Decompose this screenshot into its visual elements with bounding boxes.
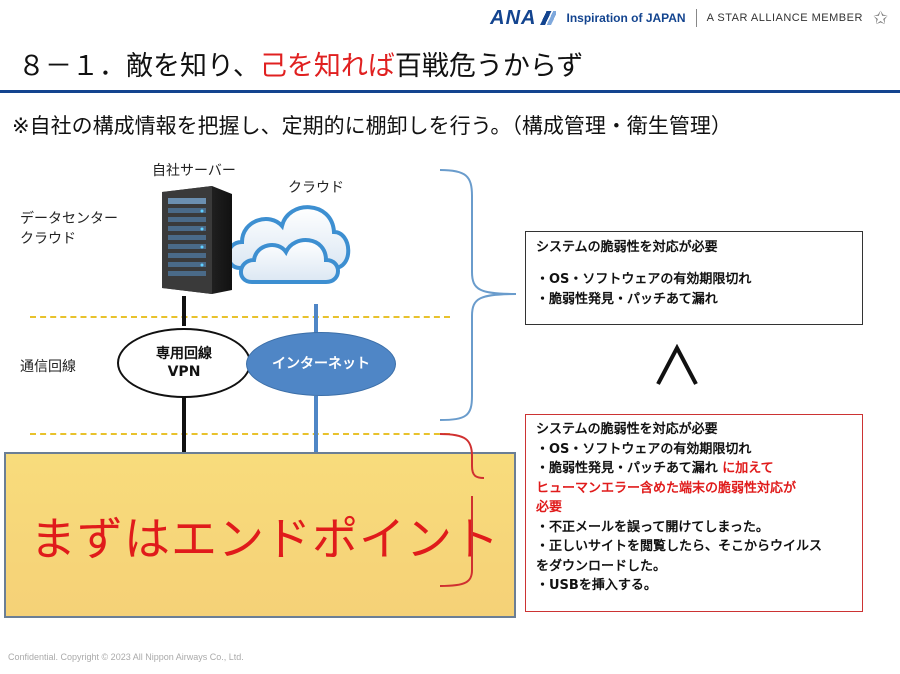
datacenter-label-line1: データセンター <box>20 211 118 227</box>
risk-box-endpoint-emphasis: ヒューマンエラー含めた端末の脆弱性対応が <box>536 480 797 496</box>
alliance-text: A STAR ALLIANCE MEMBER <box>706 12 863 24</box>
red-bracket-top <box>439 433 485 479</box>
star-alliance-icon: ✩ <box>872 7 888 29</box>
internet-node: インターネット <box>246 332 396 396</box>
cloud-label: クラウド <box>288 180 344 196</box>
ana-logo-mark-icon <box>538 11 557 25</box>
title-suffix: 百戦危うからず <box>394 51 584 82</box>
server-rack-icon <box>162 186 232 294</box>
risk-box-infrastructure: システムの脆弱性を対応が必要 ・OS・ソフトウェアの有効期限切れ ・脆弱性発見・… <box>525 231 863 325</box>
red-bracket-bottom <box>439 496 473 587</box>
slide-title: ８－１．敵を知り、己を知れば百戦危うからず <box>18 44 583 83</box>
risk-box-endpoint-addon: に加えて <box>722 461 774 476</box>
risk-box-infrastructure-item: ・脆弱性発見・パッチあて漏れ <box>536 292 718 307</box>
zone-divider-bottom <box>30 433 450 435</box>
title-prefix: ８－１．敵を知り、 <box>18 51 260 82</box>
internet-node-label: インターネット <box>272 356 370 372</box>
brand-separator <box>695 9 697 27</box>
risk-box-endpoint-example: ・USBを挿入する。 <box>536 578 657 593</box>
cloud-link-line <box>314 304 318 334</box>
vpn-node-line1: 専用回線 <box>156 346 212 362</box>
zone-divider-top <box>30 316 450 318</box>
risk-box-infrastructure-item: ・OS・ソフトウェアの有効期限切れ <box>536 272 752 287</box>
ana-logo: ANA <box>490 6 557 30</box>
vpn-node-line2: VPN <box>167 364 201 380</box>
greater-than-symbol <box>656 344 698 385</box>
cloud-icon <box>226 205 351 284</box>
title-rule <box>0 90 900 93</box>
risk-box-endpoint-example: ・正しいサイトを閲覧したら、そこからウイルス <box>536 539 823 554</box>
network-label: 通信回線 <box>20 359 76 375</box>
copyright-footer: Confidential. Copyright © 2023 All Nippo… <box>8 652 244 662</box>
server-label: 自社サーバー <box>152 163 236 179</box>
subtitle: ※自社の構成情報を把握し、定期的に棚卸しを行う。（構成管理・衛生管理） <box>12 114 732 138</box>
blue-bracket <box>439 169 517 421</box>
vpn-link-line <box>182 396 186 454</box>
risk-box-endpoint-heading: システムの脆弱性を対応が必要 <box>536 422 718 437</box>
internet-link-line <box>314 396 318 454</box>
datacenter-label-line2: クラウド <box>20 231 76 247</box>
risk-box-infrastructure-heading: システムの脆弱性を対応が必要 <box>536 240 718 255</box>
risk-box-endpoint-item: ・OS・ソフトウェアの有効期限切れ <box>536 441 752 457</box>
server-link-line <box>182 296 186 326</box>
brand-tagline: Inspiration of JAPAN <box>566 11 686 25</box>
endpoint-area <box>4 452 516 618</box>
ana-logo-text: ANA <box>490 6 537 29</box>
title-highlight: 己を知れば <box>259 51 395 82</box>
risk-box-endpoint-example: ・不正メールを誤って開けてしまった。 <box>536 519 769 535</box>
spacer <box>536 258 852 270</box>
risk-box-endpoint-item: ・脆弱性発見・パッチあて漏れ に加えて <box>536 459 852 479</box>
brand-header: ANA Inspiration of JAPAN A STAR ALLIANCE… <box>490 6 888 30</box>
risk-box-endpoint-example: をダウンロードした。 <box>536 558 667 574</box>
vpn-node: 専用回線 VPN <box>117 328 251 398</box>
risk-box-endpoint-emphasis: 必要 <box>536 500 563 515</box>
risk-box-endpoint: システムの脆弱性を対応が必要 ・OS・ソフトウェアの有効期限切れ ・脆弱性発見・… <box>525 414 863 612</box>
brackets <box>439 169 517 587</box>
risk-box-endpoint-item-text: ・脆弱性発見・パッチあて漏れ <box>536 461 718 476</box>
endpoint-label: まずはエンドポイント <box>30 512 500 566</box>
